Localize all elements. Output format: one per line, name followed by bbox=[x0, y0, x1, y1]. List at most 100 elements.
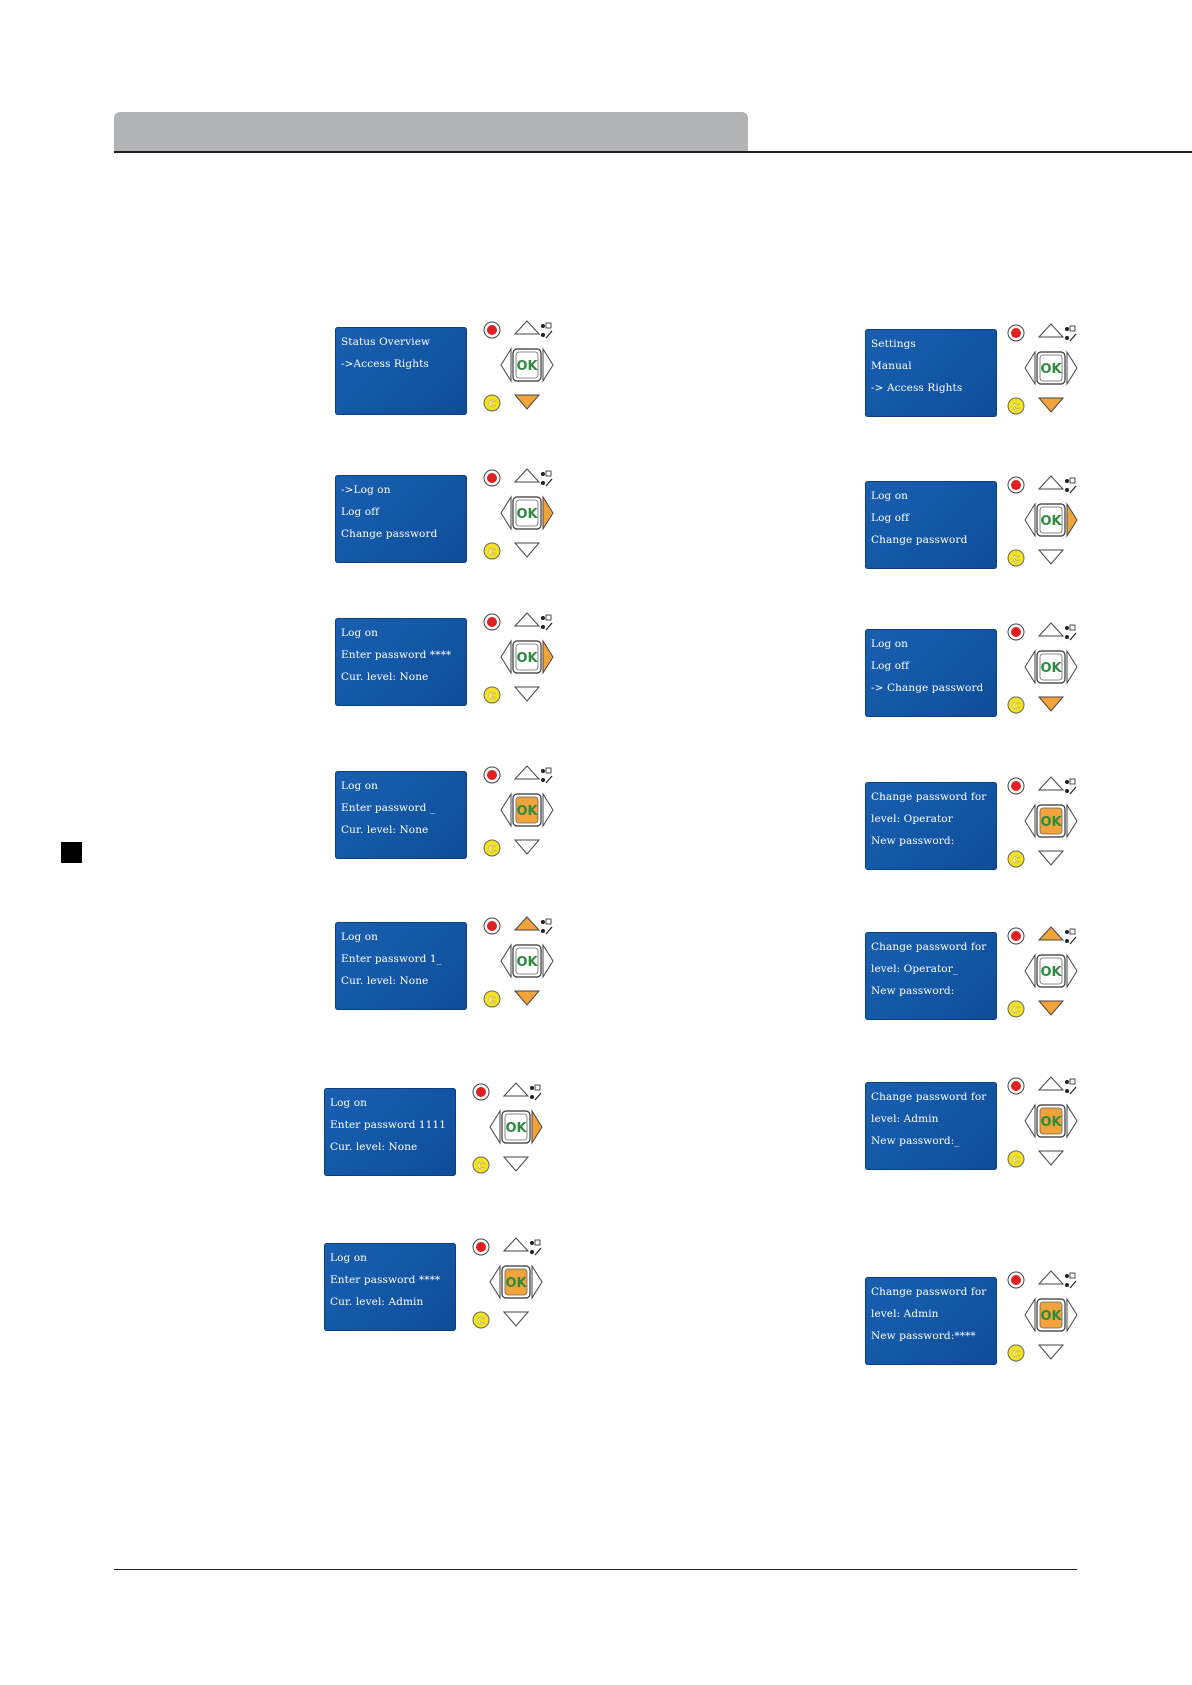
ok-key[interactable]: OK bbox=[1036, 650, 1066, 684]
down-arrow-key[interactable] bbox=[502, 1311, 530, 1327]
up-arrow-key[interactable] bbox=[1037, 475, 1065, 490]
stop-key[interactable] bbox=[1007, 927, 1025, 945]
clear-key[interactable]: C bbox=[483, 394, 501, 412]
left-arrow-key[interactable] bbox=[1024, 803, 1036, 839]
right-arrow-key[interactable] bbox=[1066, 1297, 1078, 1333]
stop-key[interactable] bbox=[483, 469, 501, 487]
right-arrow-key[interactable] bbox=[542, 495, 554, 531]
ok-key[interactable]: OK bbox=[512, 640, 542, 674]
clear-key[interactable]: C bbox=[1007, 696, 1025, 714]
ok-key[interactable]: OK bbox=[1036, 351, 1066, 385]
ok-key[interactable]: OK bbox=[512, 944, 542, 978]
left-arrow-key[interactable] bbox=[489, 1109, 501, 1145]
right-arrow-key[interactable] bbox=[542, 943, 554, 979]
up-arrow-key[interactable] bbox=[513, 320, 541, 335]
clear-key[interactable]: C bbox=[483, 686, 501, 704]
down-arrow-key[interactable] bbox=[1037, 1000, 1065, 1016]
down-arrow-key[interactable] bbox=[502, 1156, 530, 1172]
up-arrow-key[interactable] bbox=[1037, 622, 1065, 637]
stop-key[interactable] bbox=[483, 917, 501, 935]
stop-key[interactable] bbox=[1007, 623, 1025, 641]
left-arrow-key[interactable] bbox=[500, 347, 512, 383]
down-arrow-key[interactable] bbox=[1037, 397, 1065, 413]
left-arrow-key[interactable] bbox=[500, 943, 512, 979]
stop-key[interactable] bbox=[1007, 1271, 1025, 1289]
clear-key[interactable]: C bbox=[483, 839, 501, 857]
stop-key[interactable] bbox=[483, 321, 501, 339]
left-arrow-key[interactable] bbox=[500, 639, 512, 675]
stop-key[interactable] bbox=[472, 1083, 490, 1101]
right-arrow-key[interactable] bbox=[1066, 502, 1078, 538]
down-arrow-key[interactable] bbox=[513, 686, 541, 702]
up-arrow-key[interactable] bbox=[513, 468, 541, 483]
right-arrow-key[interactable] bbox=[542, 639, 554, 675]
left-arrow-key[interactable] bbox=[500, 792, 512, 828]
clear-key[interactable]: C bbox=[483, 990, 501, 1008]
left-arrow-key[interactable] bbox=[1024, 1103, 1036, 1139]
left-arrow-key[interactable] bbox=[1024, 502, 1036, 538]
up-arrow-key[interactable] bbox=[513, 612, 541, 627]
clear-key[interactable]: C bbox=[483, 542, 501, 560]
down-arrow-key[interactable] bbox=[1037, 549, 1065, 565]
left-arrow-key[interactable] bbox=[1024, 350, 1036, 386]
clear-key[interactable]: C bbox=[1007, 1150, 1025, 1168]
clear-key[interactable]: C bbox=[1007, 850, 1025, 868]
stop-key[interactable] bbox=[1007, 1077, 1025, 1095]
right-arrow-key[interactable] bbox=[1066, 1103, 1078, 1139]
left-arrow-key[interactable] bbox=[1024, 649, 1036, 685]
ok-key[interactable]: OK bbox=[512, 496, 542, 530]
left-arrow-key[interactable] bbox=[1024, 1297, 1036, 1333]
clear-key[interactable]: C bbox=[1007, 397, 1025, 415]
ok-key[interactable]: OK bbox=[501, 1110, 531, 1144]
left-arrow-key[interactable] bbox=[500, 495, 512, 531]
down-arrow-key[interactable] bbox=[1037, 850, 1065, 866]
up-arrow-key[interactable] bbox=[513, 765, 541, 780]
up-arrow-key[interactable] bbox=[513, 916, 541, 931]
down-arrow-key[interactable] bbox=[513, 839, 541, 855]
ok-key[interactable]: OK bbox=[501, 1265, 531, 1299]
right-arrow-key[interactable] bbox=[1066, 350, 1078, 386]
stop-key[interactable] bbox=[1007, 777, 1025, 795]
up-arrow-key[interactable] bbox=[502, 1082, 530, 1097]
up-arrow-key[interactable] bbox=[1037, 776, 1065, 791]
up-arrow-key[interactable] bbox=[502, 1237, 530, 1252]
left-arrow-key[interactable] bbox=[489, 1264, 501, 1300]
up-arrow-key[interactable] bbox=[1037, 1270, 1065, 1285]
display-line: Enter password 1111 bbox=[330, 1119, 446, 1131]
ok-key[interactable]: OK bbox=[1036, 503, 1066, 537]
down-arrow-key[interactable] bbox=[1037, 696, 1065, 712]
clear-key[interactable]: C bbox=[472, 1156, 490, 1174]
down-arrow-key[interactable] bbox=[513, 394, 541, 410]
stop-key[interactable] bbox=[1007, 476, 1025, 494]
clear-label: C bbox=[1012, 1005, 1019, 1016]
down-arrow-key[interactable] bbox=[513, 990, 541, 1006]
right-arrow-key[interactable] bbox=[542, 792, 554, 828]
right-arrow-key[interactable] bbox=[531, 1109, 543, 1145]
right-arrow-key[interactable] bbox=[1066, 953, 1078, 989]
clear-key[interactable]: C bbox=[472, 1311, 490, 1329]
clear-key[interactable]: C bbox=[1007, 1344, 1025, 1362]
stop-key[interactable] bbox=[1007, 324, 1025, 342]
right-arrow-key[interactable] bbox=[542, 347, 554, 383]
stop-key[interactable] bbox=[483, 613, 501, 631]
right-arrow-key[interactable] bbox=[1066, 803, 1078, 839]
ok-key[interactable]: OK bbox=[1036, 804, 1066, 838]
right-arrow-key[interactable] bbox=[531, 1264, 543, 1300]
ok-key[interactable]: OK bbox=[512, 793, 542, 827]
up-arrow-key[interactable] bbox=[1037, 926, 1065, 941]
up-arrow-key[interactable] bbox=[1037, 323, 1065, 338]
ok-key[interactable]: OK bbox=[512, 348, 542, 382]
right-arrow-key[interactable] bbox=[1066, 649, 1078, 685]
ok-key[interactable]: OK bbox=[1036, 1104, 1066, 1138]
ok-key[interactable]: OK bbox=[1036, 954, 1066, 988]
left-arrow-key[interactable] bbox=[1024, 953, 1036, 989]
stop-key[interactable] bbox=[483, 766, 501, 784]
down-arrow-key[interactable] bbox=[1037, 1150, 1065, 1166]
stop-key[interactable] bbox=[472, 1238, 490, 1256]
clear-key[interactable]: C bbox=[1007, 1000, 1025, 1018]
clear-key[interactable]: C bbox=[1007, 549, 1025, 567]
up-arrow-key[interactable] bbox=[1037, 1076, 1065, 1091]
down-arrow-key[interactable] bbox=[513, 542, 541, 558]
ok-key[interactable]: OK bbox=[1036, 1298, 1066, 1332]
down-arrow-key[interactable] bbox=[1037, 1344, 1065, 1360]
